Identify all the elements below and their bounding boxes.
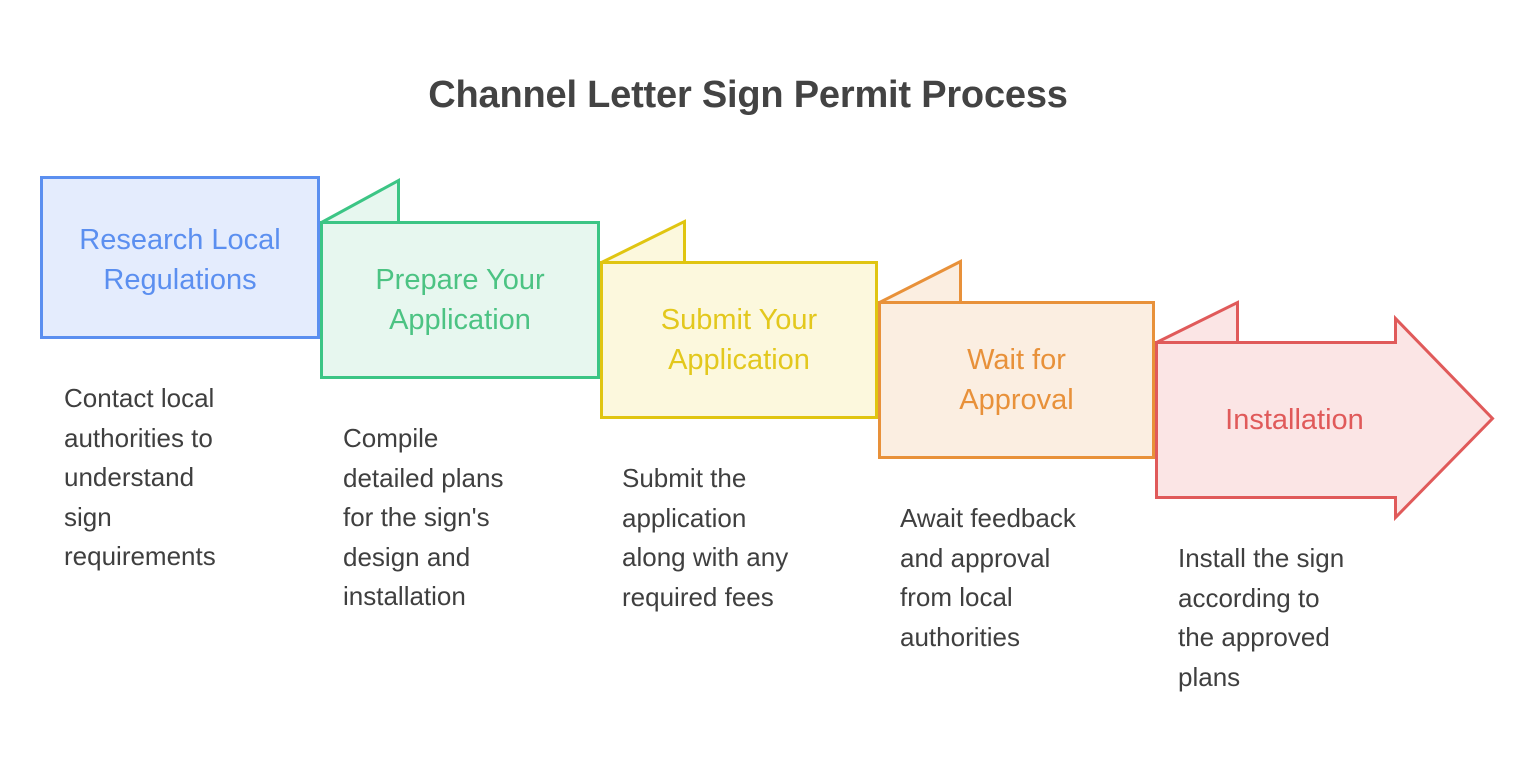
step-description-1: Contact local authorities to understand … xyxy=(64,383,216,571)
step-description-3: Submit the application along with any re… xyxy=(622,463,789,612)
step-label-4: Wait for Approval xyxy=(959,344,1074,416)
step-description-4: Await feedback and approval from local a… xyxy=(900,503,1076,652)
step-label-5: Installation xyxy=(1225,404,1364,436)
step-description-5: Install the sign according to the approv… xyxy=(1178,543,1345,692)
page-title: Channel Letter Sign Permit Process xyxy=(428,74,1068,116)
step-label-3: Submit Your Application xyxy=(660,304,818,376)
step-label-2: Prepare Your Application xyxy=(375,264,545,336)
step-description-2: Compile detailed plans for the sign's de… xyxy=(343,423,504,611)
step-label-1: Research Local Regulations xyxy=(79,224,281,296)
